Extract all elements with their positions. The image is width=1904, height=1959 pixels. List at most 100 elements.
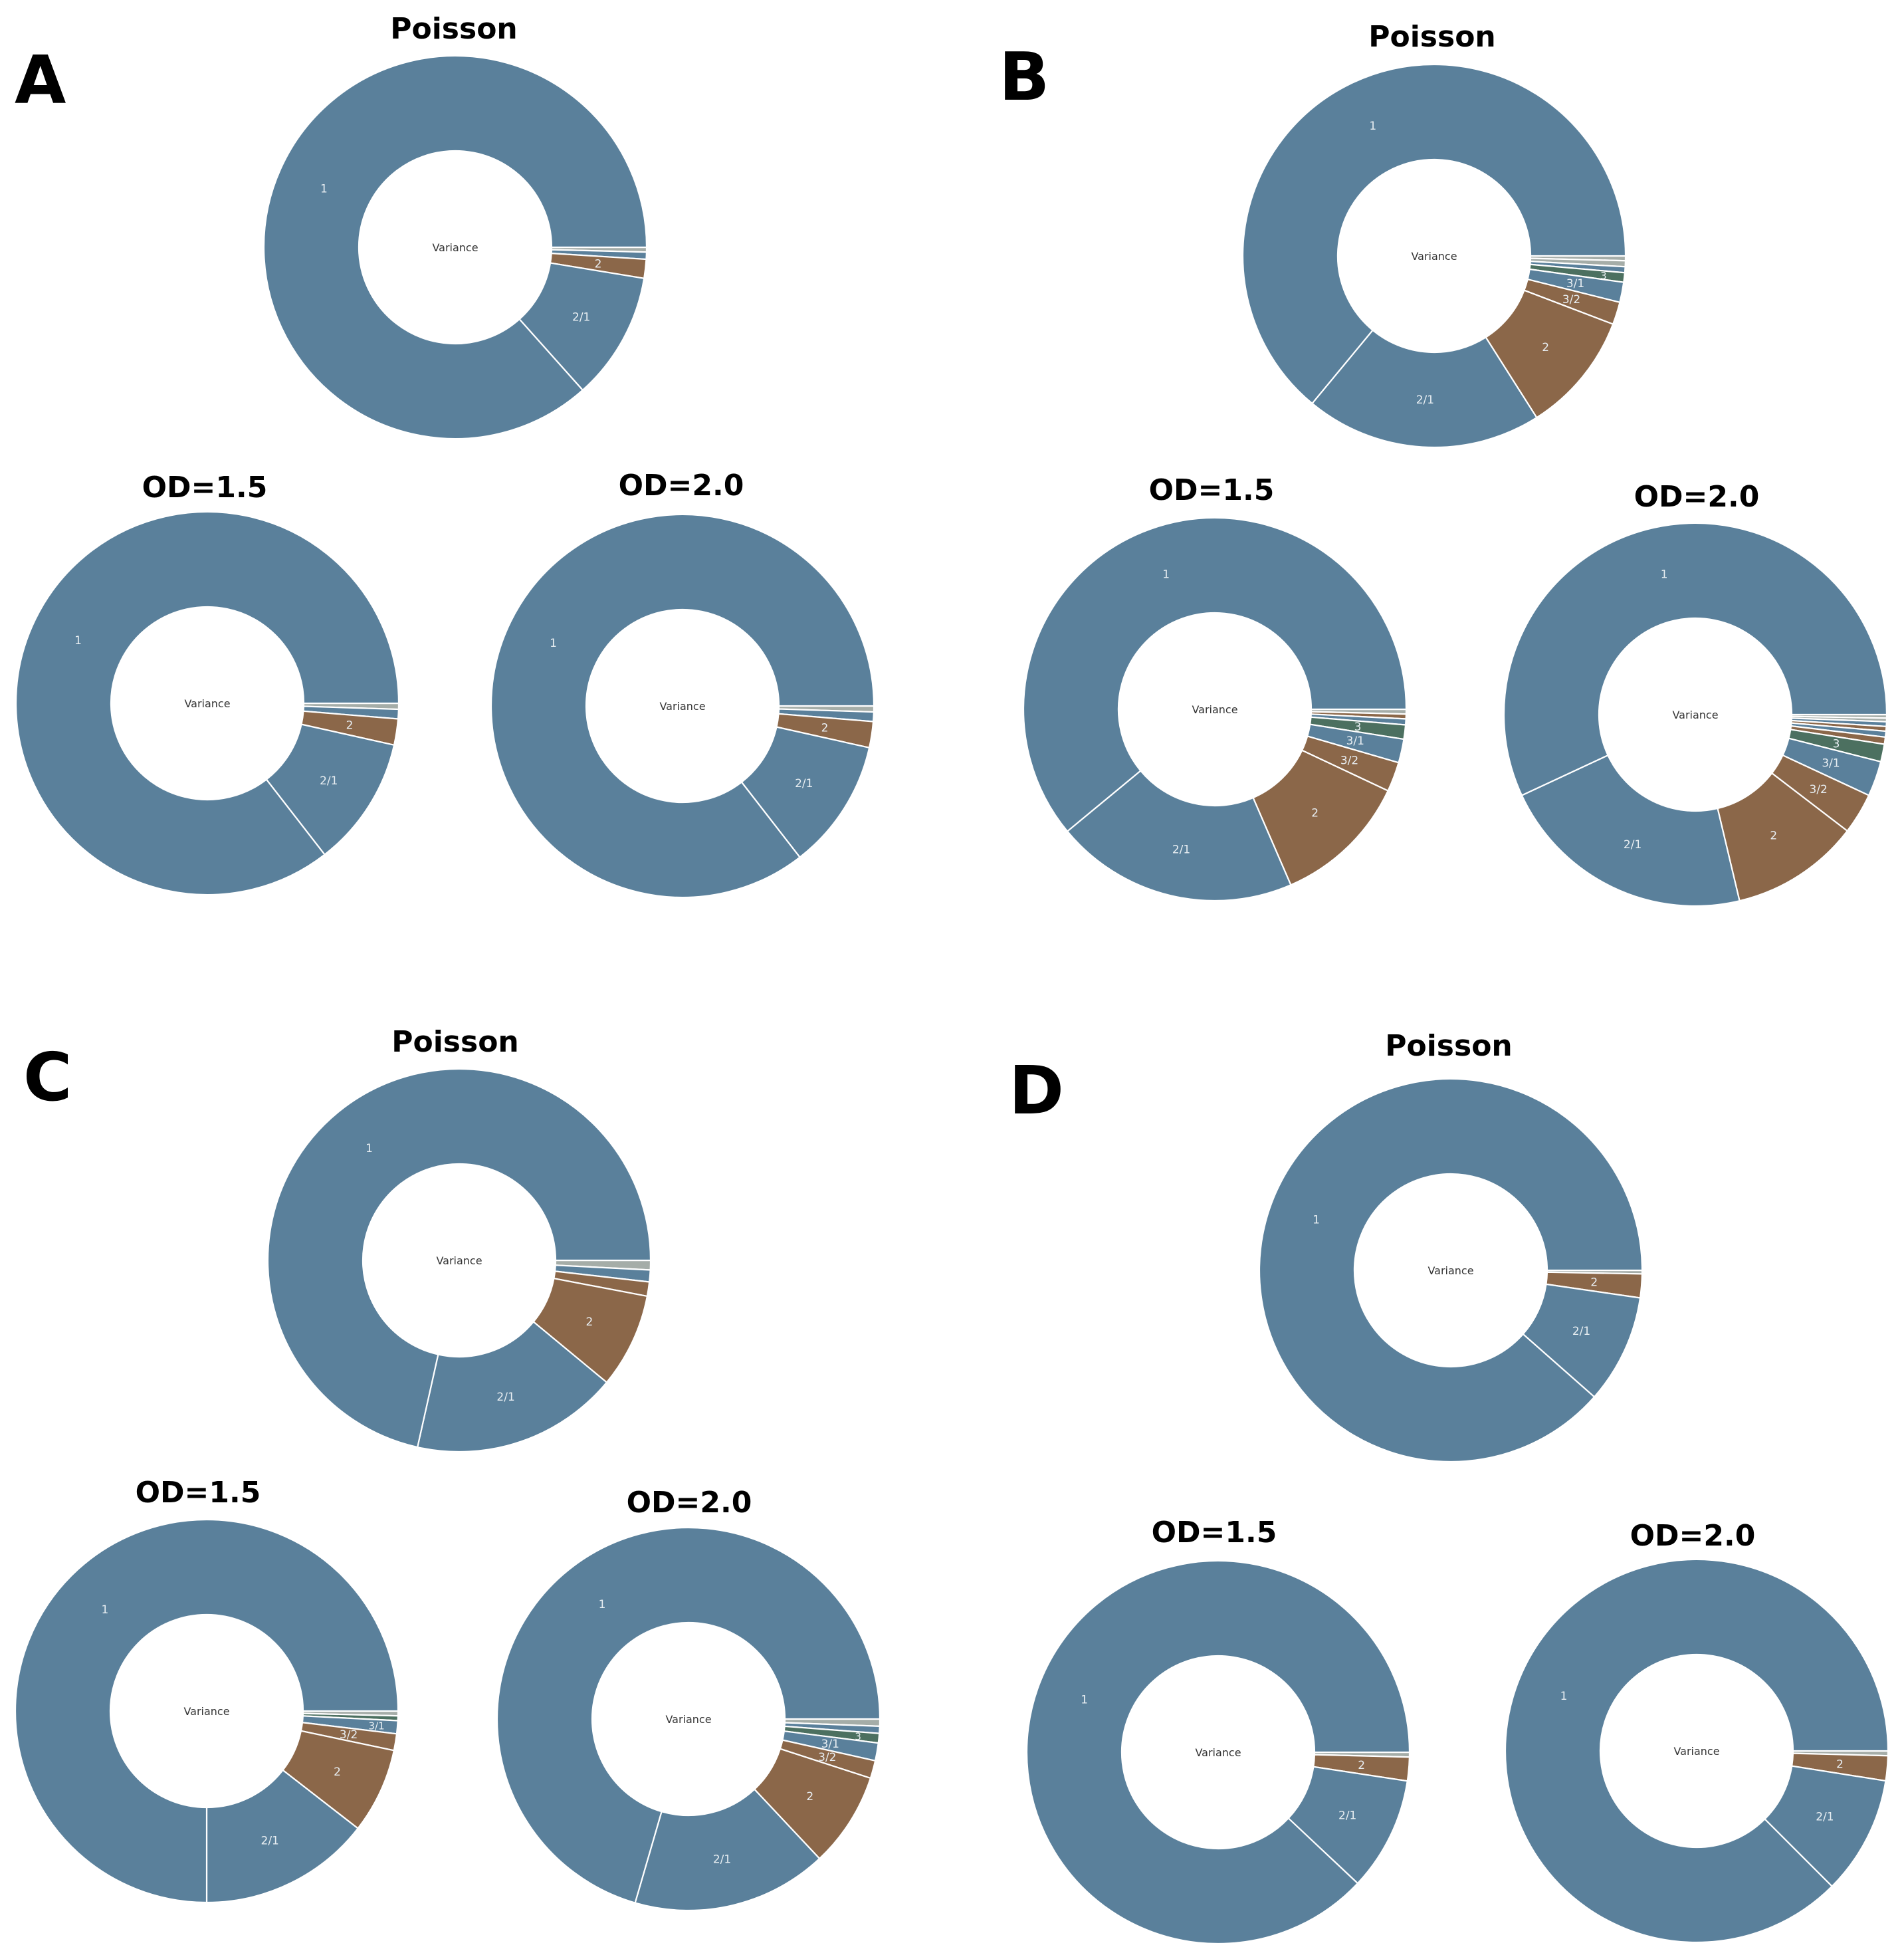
chart-title: Poisson	[390, 12, 518, 46]
slice-label: 3/1	[821, 1738, 839, 1751]
slice-label: 3/1	[1822, 757, 1840, 770]
slice-label: 2	[1836, 1758, 1844, 1772]
pie-slice	[14, 1518, 399, 1904]
pie-slice	[15, 511, 400, 896]
slice-label: 2/1	[1416, 394, 1434, 407]
panel-letter: A	[15, 41, 66, 119]
pie-slice	[496, 1526, 881, 1904]
slice-label: 1	[1369, 120, 1376, 133]
slice-label: 2	[334, 1766, 341, 1779]
slice-label: 3/2	[1340, 754, 1358, 768]
pie-slice	[1066, 769, 1292, 902]
slice-label: 3/1	[1566, 277, 1584, 290]
center-label: Variance	[1195, 1746, 1241, 1759]
slice-label: 2/1	[572, 310, 590, 324]
panel-b: BPoisson33/13/222/11VarianceOD=1.533/13/…	[999, 20, 1888, 907]
center-label: Variance	[183, 1705, 229, 1718]
panel-a: APoisson22/11VarianceOD=1.522/11Variance…	[15, 12, 875, 899]
slice-label: 3	[1600, 270, 1607, 282]
pie-slice	[1025, 1559, 1411, 1945]
slice-label: 1	[1661, 568, 1668, 582]
slice-label: 1	[320, 183, 328, 196]
chart-title: Poisson	[1368, 20, 1496, 54]
slice-label: 3/2	[1562, 293, 1580, 306]
chart-title: Poisson	[391, 1025, 519, 1059]
center-label: Variance	[1673, 1745, 1719, 1758]
slice-label: 3/2	[1810, 783, 1828, 796]
slice-label: 3/1	[1346, 735, 1364, 748]
slice-label: 2	[585, 1316, 593, 1329]
pie-slice	[1521, 754, 1741, 907]
center-label: Variance	[1672, 709, 1718, 721]
panel-letter: B	[999, 38, 1049, 116]
slice-label: 1	[1081, 1693, 1088, 1706]
panel-letter: C	[23, 1038, 72, 1116]
pie-slice	[265, 723, 395, 856]
slice-label: 3	[1833, 738, 1840, 751]
slice-label: 3/2	[818, 1751, 836, 1764]
pie-slice	[634, 1788, 821, 1912]
slice-label: 1	[101, 1603, 108, 1617]
slice-label: 1	[74, 634, 82, 647]
pie-slice	[1022, 517, 1408, 833]
slice-label: 2	[806, 1790, 813, 1803]
slice-label: 2/1	[713, 1853, 731, 1867]
chart-title: OD=2.0	[1630, 1519, 1756, 1553]
pie-slice	[416, 1320, 608, 1453]
center-label: Variance	[436, 1254, 482, 1267]
center-label: Variance	[432, 241, 478, 254]
slice-label: 2/1	[1338, 1809, 1356, 1823]
slice-label: 2	[595, 257, 602, 271]
slice-label: 2	[1358, 1759, 1365, 1772]
pie-slice	[490, 513, 875, 899]
slice-label: 2/1	[496, 1391, 514, 1404]
pie-slice	[263, 55, 648, 440]
chart-title: Poisson	[1385, 1029, 1513, 1063]
slice-label: 2/1	[320, 774, 338, 788]
pie-slice	[1241, 63, 1627, 405]
slice-label: 2	[346, 719, 354, 733]
slice-label: 3	[1354, 721, 1362, 734]
pie-slice	[740, 726, 871, 859]
chart-title: OD=1.5	[1149, 473, 1275, 507]
center-label: Variance	[184, 697, 230, 710]
slice-label: 3	[855, 1731, 861, 1743]
slice-label: 2	[1542, 341, 1549, 354]
slice-label: 1	[1162, 568, 1170, 581]
slice-label: 3/1	[369, 1720, 385, 1732]
panel-d: DPoisson22/11VarianceOD=1.522/11Variance…	[1009, 1029, 1889, 1945]
pie-slice	[205, 1769, 360, 1904]
center-label: Variance	[1192, 703, 1237, 716]
pie-slice	[266, 1068, 652, 1448]
slice-label: 2/1	[1572, 1325, 1590, 1338]
chart-title: OD=2.0	[619, 469, 744, 503]
slice-label: 2/1	[1816, 1810, 1834, 1823]
chart-title: OD=2.0	[1634, 480, 1760, 514]
slice-label: 2	[1590, 1276, 1598, 1290]
pie-slice	[1503, 522, 1888, 796]
slice-label: 1	[550, 637, 557, 650]
center-label: Variance	[1411, 250, 1457, 263]
chart-title: OD=1.5	[136, 1476, 261, 1510]
center-label: Variance	[1428, 1264, 1473, 1277]
pie-slice	[1504, 1558, 1889, 1944]
chart-title: OD=1.5	[142, 471, 268, 505]
slice-label: 2/1	[795, 777, 813, 790]
center-label: Variance	[659, 700, 705, 713]
slice-label: 2/1	[261, 1834, 279, 1847]
slice-label: 1	[599, 1598, 606, 1611]
chart-title: OD=2.0	[627, 1486, 752, 1520]
